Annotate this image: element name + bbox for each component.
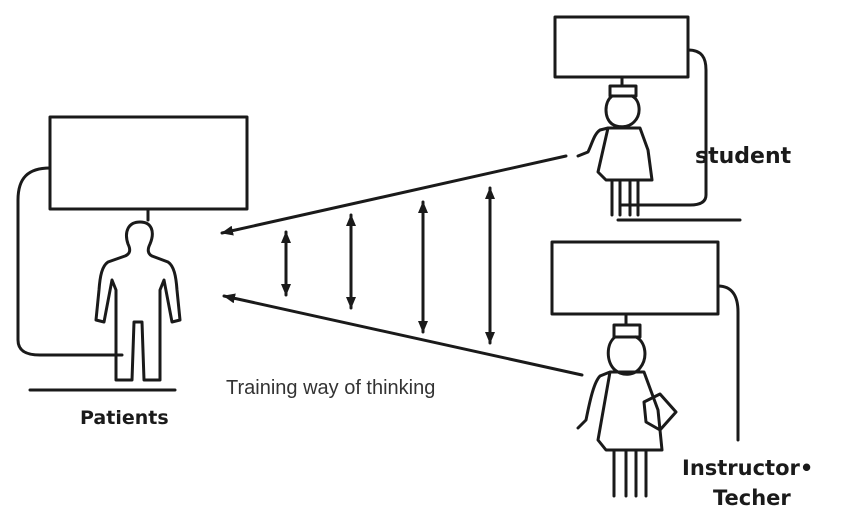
arrow-instructor-to-patient <box>222 293 584 377</box>
patient-monitor <box>48 115 249 211</box>
patient-figure-icon <box>94 220 182 382</box>
instructor-label: Instructor• <box>682 456 814 480</box>
caption-label: Training way of thinking <box>226 377 436 399</box>
patient-monitor-cable <box>16 166 124 357</box>
patient-group <box>16 115 249 392</box>
student-monitor-cable <box>618 48 708 207</box>
teacher-label: Techer <box>713 486 791 510</box>
student-label: student <box>695 144 792 169</box>
arrow-student-to-patient <box>220 154 568 236</box>
student-figure-icon <box>576 84 654 217</box>
instructor-monitor <box>550 240 720 316</box>
instructor-figure-icon <box>576 323 678 498</box>
patients-label: Patients <box>80 407 169 429</box>
instructor-group <box>550 240 740 498</box>
student-group <box>553 15 742 222</box>
instructor-monitor-cable <box>716 284 740 442</box>
student-monitor <box>553 15 690 79</box>
